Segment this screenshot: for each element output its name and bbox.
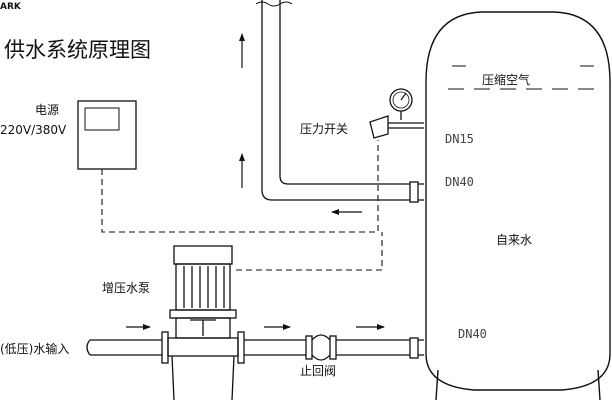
power-label: 电源 (35, 103, 60, 117)
check-valve-label: 止回阀 (300, 364, 337, 378)
pressure-tank (425, 11, 611, 401)
pump-outlet-pipe (244, 337, 424, 359)
compressed-air-label: 压缩空气 (482, 73, 531, 87)
check-valve (305, 334, 337, 361)
pipe-size-middle: DN40 (445, 175, 474, 189)
pipe-size-bottom: DN40 (458, 327, 487, 341)
tap-water-label: 自来水 (496, 233, 533, 247)
watermark: ARK (0, 2, 21, 12)
flow-arrows (126, 33, 385, 330)
inlet-pipe (86, 331, 169, 364)
control-wiring (101, 140, 383, 271)
pressure-switch-label: 压力开关 (300, 122, 349, 136)
control-display (84, 107, 120, 131)
inlet-label: (低压)水输入 (0, 342, 70, 356)
pipe-size-top: DN15 (445, 132, 474, 146)
outlet-pipe (255, 0, 424, 203)
booster-pump-label: 增压水泵 (102, 281, 151, 295)
voltage-label: 220V/380V (0, 123, 67, 137)
pressure-switch (369, 88, 424, 139)
diagram-title: 供水系统原理图 (4, 38, 151, 62)
control-box (77, 100, 137, 170)
booster-pump (167, 245, 245, 401)
